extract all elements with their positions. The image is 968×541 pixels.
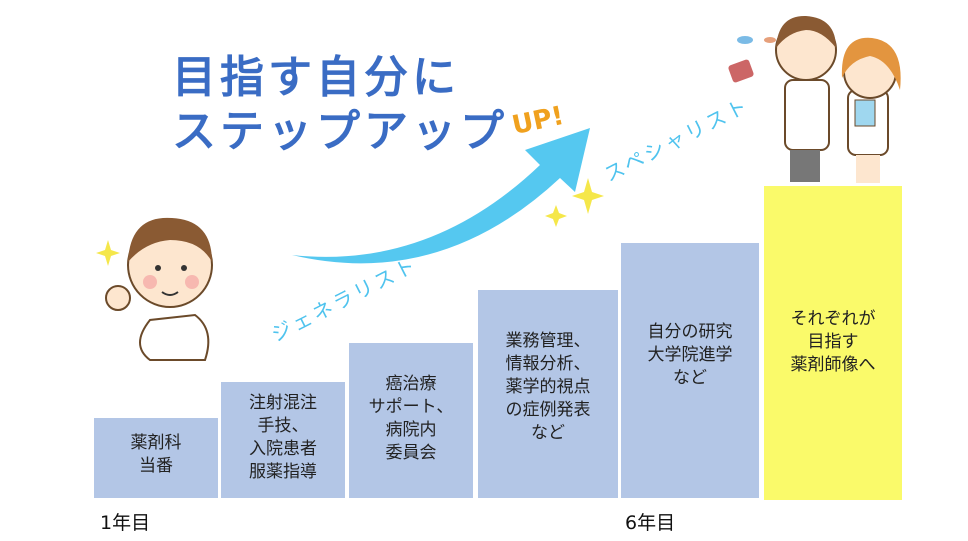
year-end-label: 6年目 — [625, 512, 676, 534]
sparkle-icon — [96, 240, 120, 266]
step-text: 注射混注 手技、 入院患者 服薬指導 — [249, 393, 317, 482]
title-line-1: 目指す自分に — [172, 52, 460, 103]
step-4: 業務管理、 情報分析、 薬学的視点 の症例発表 など — [478, 290, 618, 498]
step-1: 薬剤科 当番 — [94, 418, 218, 498]
step-5: 自分の研究 大学院進学 など — [621, 243, 759, 498]
pharmacist-illustration-left — [105, 217, 213, 361]
step-3: 癌治療 サポート、 病院内 委員会 — [349, 343, 473, 498]
title-line-2: ステップアップ — [172, 106, 508, 157]
growth-arrow — [292, 128, 590, 264]
step-text: それぞれが 目指す 薬剤師像へ — [790, 309, 876, 375]
step-text: 業務管理、 情報分析、 薬学的視点 の症例発表 など — [505, 331, 591, 443]
year-start-label: 1年目 — [100, 512, 151, 534]
step-text: 癌治療 サポート、 病院内 委員会 — [368, 374, 454, 463]
pharmacist-illustration-right — [728, 15, 901, 183]
step-text: 薬剤科 当番 — [130, 433, 182, 476]
step-6-goal: それぞれが 目指す 薬剤師像へ — [764, 186, 902, 500]
step-2: 注射混注 手技、 入院患者 服薬指導 — [221, 382, 345, 498]
sparkle-icon — [545, 205, 567, 227]
sparkle-icon — [572, 178, 604, 214]
step-text: 自分の研究 大学院進学 など — [647, 322, 733, 388]
